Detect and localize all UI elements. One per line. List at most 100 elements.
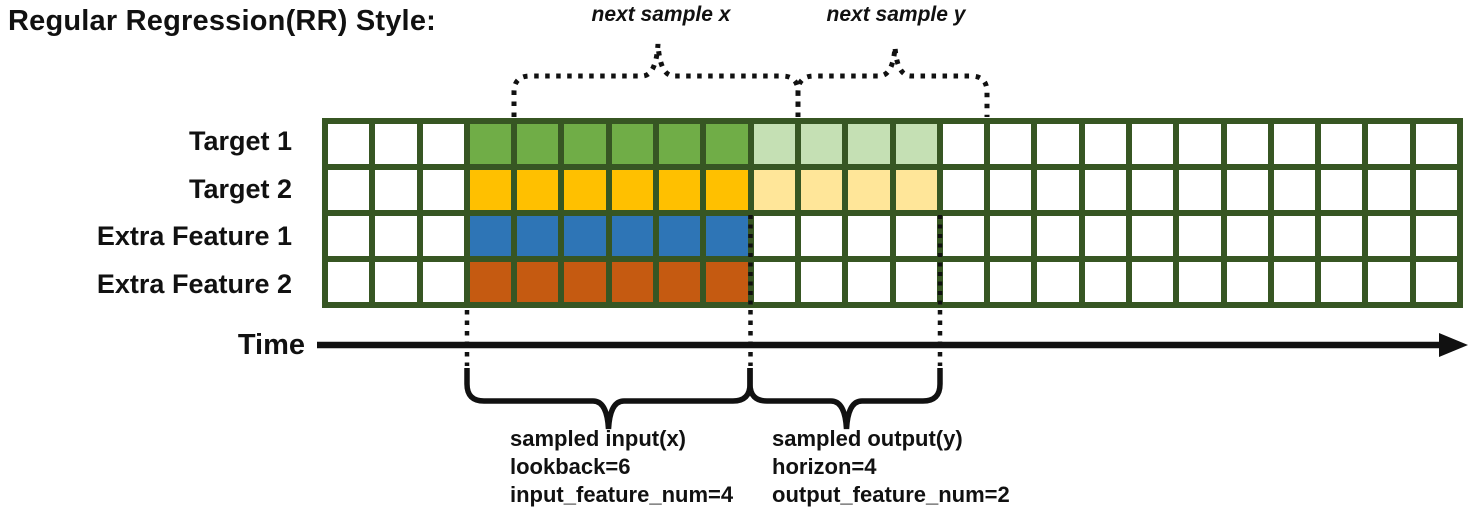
sampled-output-brace: [747, 368, 943, 430]
grid-cell: [1226, 216, 1268, 256]
grid-cell: [1037, 216, 1079, 256]
grid-cell: [422, 216, 464, 256]
grid-cell: [1415, 170, 1457, 210]
grid-cell: [422, 124, 464, 164]
grid-cell: [517, 124, 559, 164]
grid-cell: [1084, 262, 1126, 302]
grid-cell: [1273, 262, 1316, 302]
grid-cell: [942, 124, 985, 164]
grid-cell: [1131, 216, 1174, 256]
grid-cell: [659, 124, 701, 164]
lookback-value: lookback=6: [510, 454, 631, 479]
grid-cell: [611, 170, 654, 210]
grid-cell: [375, 124, 417, 164]
grid-cell: [1321, 170, 1363, 210]
grid-cell: [1321, 262, 1363, 302]
grid-cell: [1226, 170, 1268, 210]
grid-cell: [375, 170, 417, 210]
grid-cell: [753, 170, 795, 210]
grid-cell: [990, 216, 1032, 256]
grid-cell: [328, 216, 370, 256]
horizon-value: horizon=4: [772, 454, 877, 479]
grid-cell: [942, 262, 985, 302]
grid-cell: [706, 170, 748, 210]
grid-cell: [328, 262, 370, 302]
grid-cell: [1037, 124, 1079, 164]
grid-cell: [848, 216, 890, 256]
grid-cell: [1131, 262, 1174, 302]
grid-cell: [564, 262, 606, 302]
grid-cell: [659, 262, 701, 302]
row-label-target-2: Target 2: [188, 173, 292, 204]
grid-cell: [1179, 216, 1221, 256]
grid-cell: [800, 170, 843, 210]
grid-cell: [1131, 124, 1174, 164]
grid-cell: [706, 262, 748, 302]
grid-cell: [800, 124, 843, 164]
grid-cell: [990, 170, 1032, 210]
grid-cell: [469, 124, 512, 164]
next-sample-y-label: next sample y: [826, 3, 966, 26]
grid-cell: [1179, 124, 1221, 164]
grid-cell: [1084, 216, 1126, 256]
grid-cell: [517, 216, 559, 256]
grid-cell: [1273, 124, 1316, 164]
grid-cell: [611, 124, 654, 164]
grid-cell: [1037, 262, 1079, 302]
grid-cell: [469, 170, 512, 210]
row-label-extra-feature-1: Extra Feature 1: [96, 221, 292, 252]
sampled-output-title: sampled output(y): [772, 426, 963, 451]
grid-cell: [848, 170, 890, 210]
grid-cell: [753, 262, 795, 302]
sampled-input-title: sampled input(x): [510, 426, 687, 451]
grid-cell: [942, 216, 985, 256]
grid-cell: [848, 124, 890, 164]
next-sample-y-brace: [795, 46, 990, 117]
grid-cell: [328, 124, 370, 164]
grid-cell: [848, 262, 890, 302]
grid-cell: [422, 170, 464, 210]
grid-cell: [1084, 124, 1126, 164]
grid-cell: [895, 124, 937, 164]
grid-cell: [1368, 262, 1410, 302]
next-sample-x-brace: [511, 43, 801, 117]
grid-cell: [706, 124, 748, 164]
grid-cell: [1037, 170, 1079, 210]
grid-cell: [895, 262, 937, 302]
grid-cell: [990, 124, 1032, 164]
grid-cell: [895, 216, 937, 256]
grid-cell: [1321, 216, 1363, 256]
grid-cell: [564, 170, 606, 210]
next-sample-x-label: next sample x: [591, 3, 731, 26]
grid-cell: [1368, 124, 1410, 164]
grid-cell: [800, 262, 843, 302]
grid-cell: [753, 216, 795, 256]
grid-cell: [942, 170, 985, 210]
grid-cell: [800, 216, 843, 256]
grid-cell: [1179, 170, 1221, 210]
grid-cell: [328, 170, 370, 210]
row-label-target-1: Target 1: [188, 126, 292, 157]
sampled-output-annotation: sampled output(y) horizon=4 output_featu…: [772, 425, 1010, 509]
row-label-extra-feature-2: Extra Feature 2: [96, 268, 292, 299]
grid-cell: [1415, 124, 1457, 164]
grid-cell: [517, 262, 559, 302]
grid-cell: [1273, 216, 1316, 256]
diagram-title: Regular Regression(RR) Style:: [8, 5, 436, 37]
grid-cell: [659, 216, 701, 256]
output-feature-num-value: output_feature_num=2: [772, 482, 1010, 507]
grid-cell: [564, 124, 606, 164]
sampled-input-annotation: sampled input(x) lookback=6 input_featur…: [510, 425, 733, 509]
grid-cell: [1131, 170, 1174, 210]
grid-cell: [753, 124, 795, 164]
time-arrow-head: [1439, 333, 1468, 357]
grid-cell: [469, 216, 512, 256]
input-feature-num-value: input_feature_num=4: [510, 482, 734, 507]
grid-cell: [895, 170, 937, 210]
time-axis-label: Time: [237, 329, 305, 361]
grid-cell: [659, 170, 701, 210]
grid-cell: [611, 216, 654, 256]
grid-cell: [1368, 170, 1410, 210]
grid-cell: [564, 216, 606, 256]
